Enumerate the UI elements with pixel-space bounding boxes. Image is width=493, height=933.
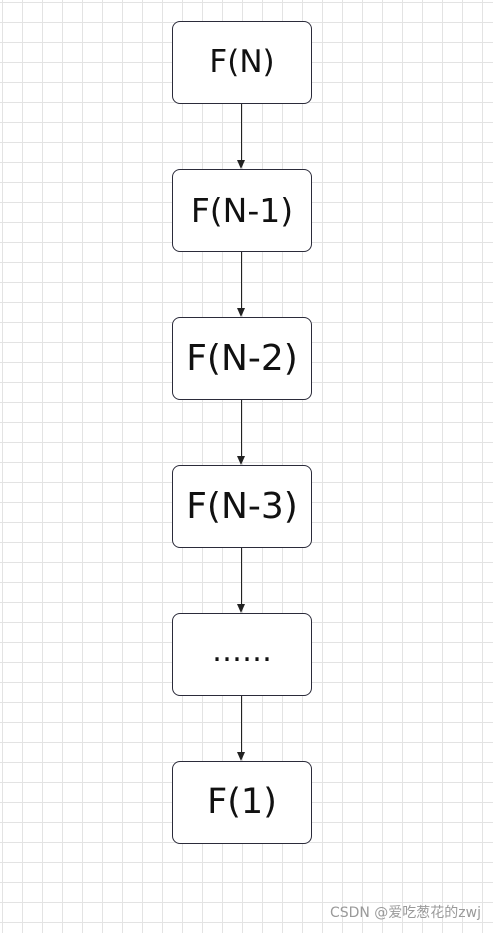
node-f-n-3-label: F(N-3) bbox=[186, 485, 298, 527]
node-f-n-label: F(N) bbox=[209, 44, 275, 80]
node-f-n-2-label: F(N-2) bbox=[186, 337, 298, 379]
node-ellipsis: …… bbox=[172, 613, 312, 696]
edge-f-n-2-to-f-n-3 bbox=[241, 400, 242, 457]
arrow-head-down-icon bbox=[237, 160, 245, 169]
node-f-1-label: F(1) bbox=[207, 782, 277, 822]
node-f-1: F(1) bbox=[172, 761, 312, 844]
node-f-n-3: F(N-3) bbox=[172, 465, 312, 548]
node-ellipsis-label: …… bbox=[212, 633, 272, 669]
arrow-head-down-icon bbox=[237, 604, 245, 613]
node-f-n-1: F(N-1) bbox=[172, 169, 312, 252]
arrow-head-down-icon bbox=[237, 308, 245, 317]
arrow-head-down-icon bbox=[237, 752, 245, 761]
watermark: CSDN @爱吃葱花的zwj bbox=[329, 905, 481, 921]
edge-f-n-1-to-f-n-2 bbox=[241, 252, 242, 309]
node-f-n-1-label: F(N-1) bbox=[190, 191, 294, 230]
edge-ellipsis-to-f-1 bbox=[241, 696, 242, 753]
edge-f-n-to-f-n-1 bbox=[241, 104, 242, 161]
node-f-n: F(N) bbox=[172, 21, 312, 104]
arrow-head-down-icon bbox=[237, 456, 245, 465]
node-f-n-2: F(N-2) bbox=[172, 317, 312, 400]
edge-f-n-3-to-ellipsis bbox=[241, 548, 242, 605]
